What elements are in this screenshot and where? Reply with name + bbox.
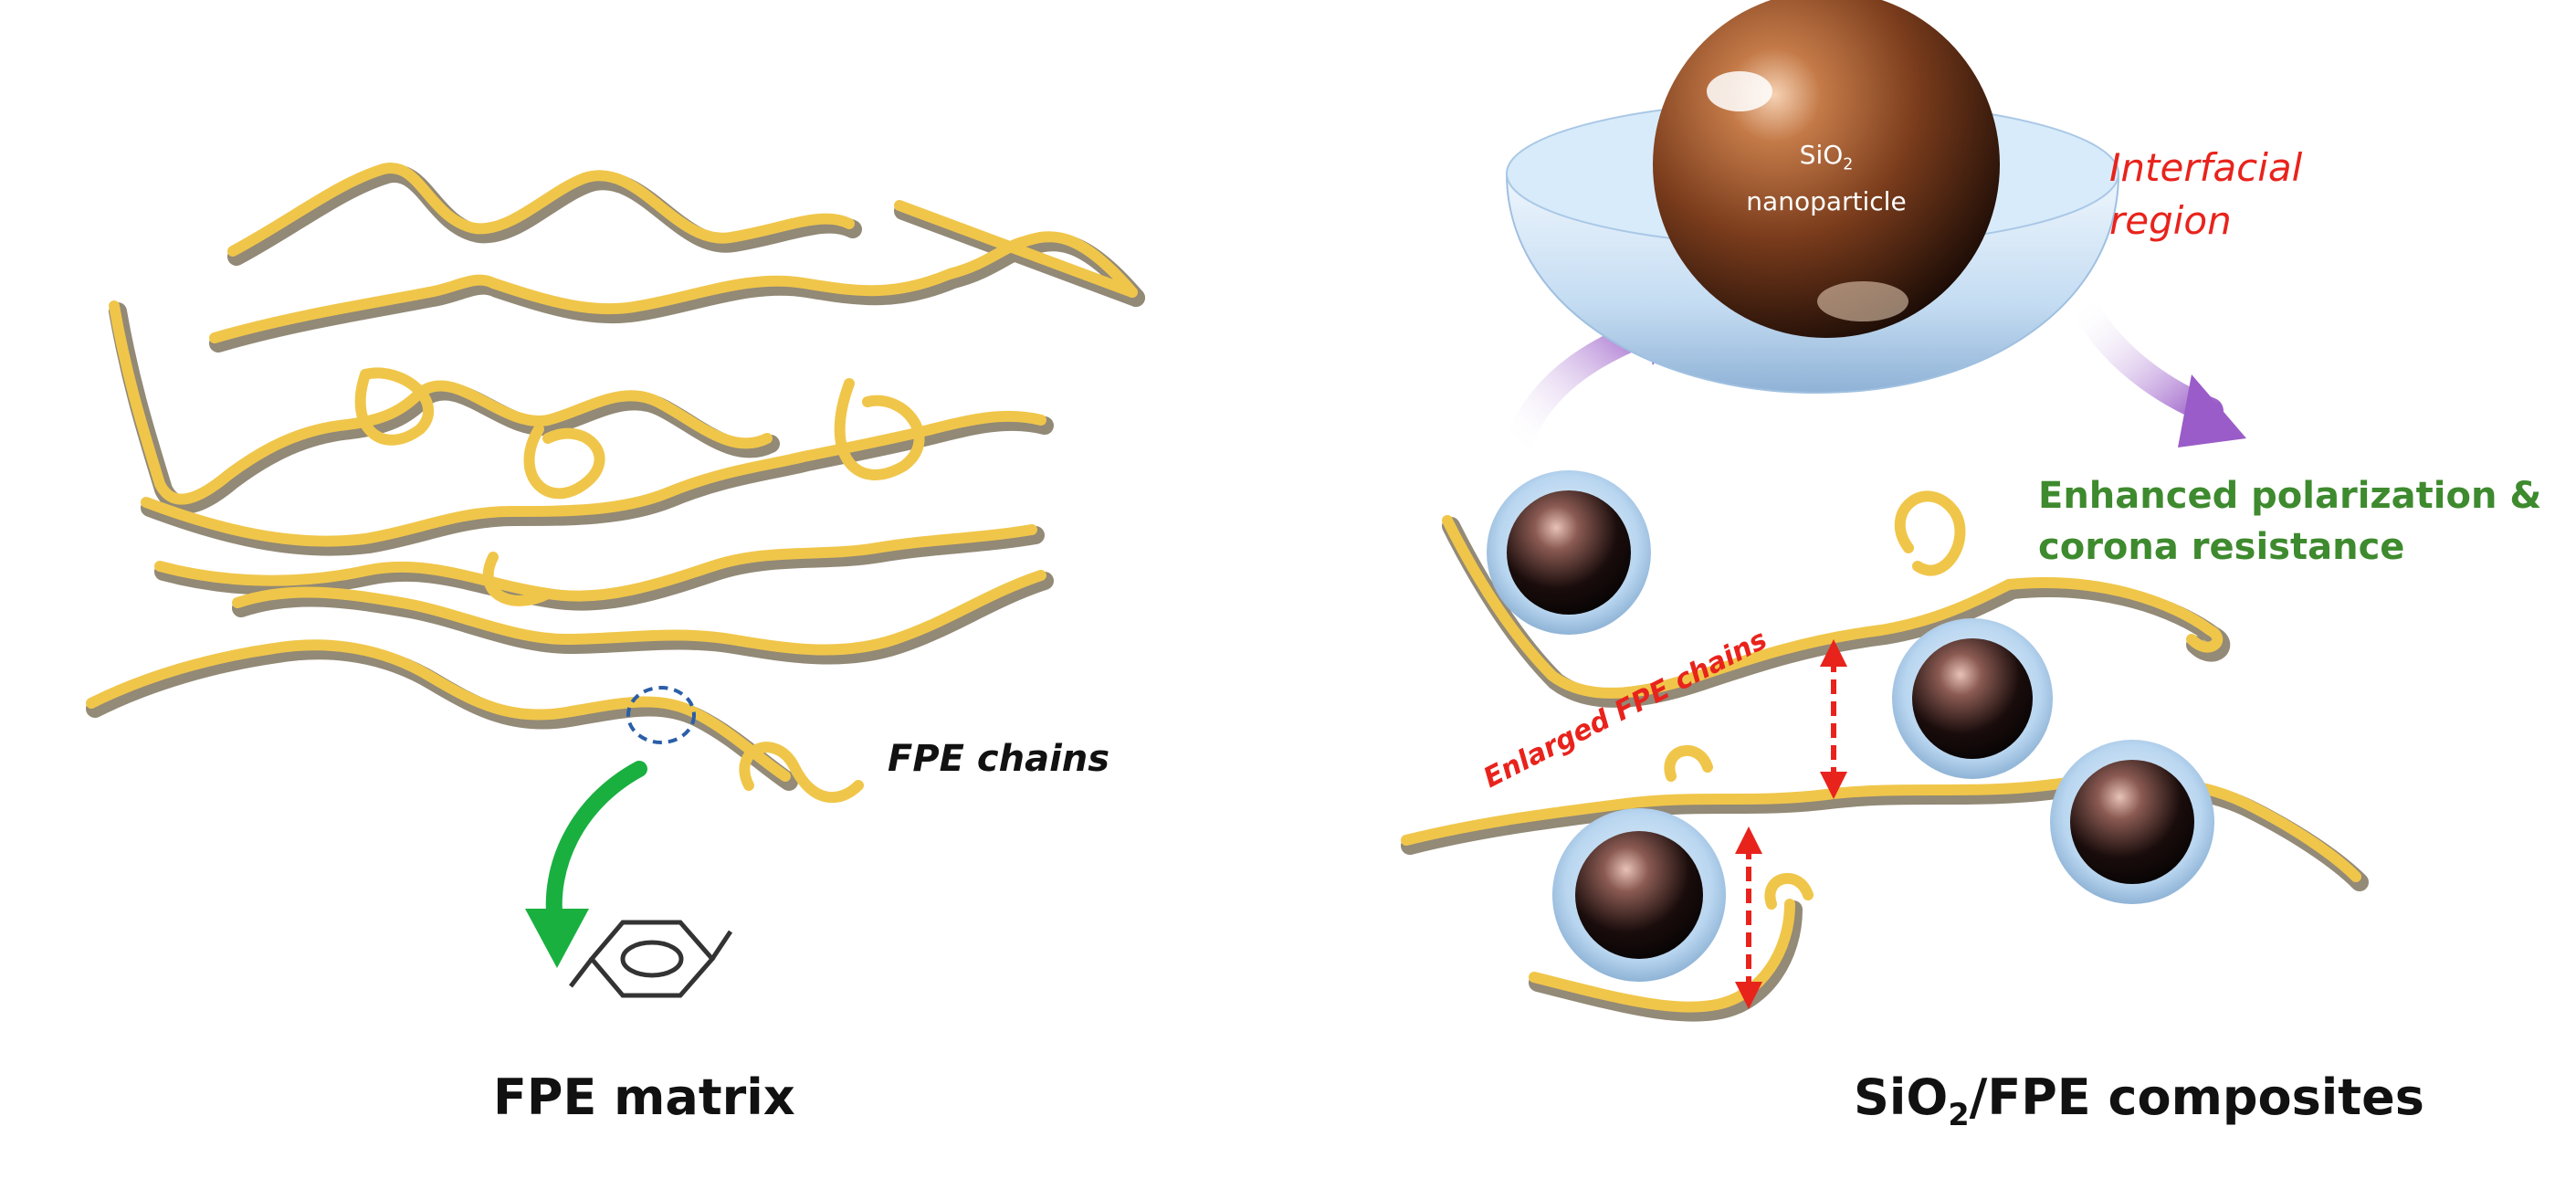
- nanoparticle-1: [1487, 470, 1651, 635]
- spacing-arrow-1: [1820, 639, 1847, 799]
- particle-label: SiO2 nanoparticle: [1746, 140, 1907, 216]
- purple-arrow-down: [2068, 288, 2246, 447]
- highlight-circle: [626, 686, 696, 744]
- composite-chains: [1401, 490, 2369, 1022]
- benzene-ring-icon: [569, 920, 733, 998]
- nanoparticle-3: [2050, 740, 2214, 904]
- left-panel-title: FPE matrix: [493, 1068, 795, 1126]
- nanoparticle-4: [1552, 808, 1726, 982]
- enhanced-polarization-label: Enhanced polarization & corona resistanc…: [2038, 475, 2542, 568]
- nanoparticle-2: [1892, 618, 2053, 779]
- fpe-chains-label: FPE chains: [888, 738, 1110, 780]
- right-panel-title: SiO2/FPE composites: [1854, 1068, 2424, 1132]
- large-nanoparticle: [1505, 0, 2120, 395]
- spacing-arrow-2: [1735, 826, 1762, 1009]
- green-arrow: [525, 761, 647, 968]
- interfacial-region-label: Interfacial region: [2109, 145, 2303, 243]
- fpe-matrix-chains: [86, 163, 1145, 803]
